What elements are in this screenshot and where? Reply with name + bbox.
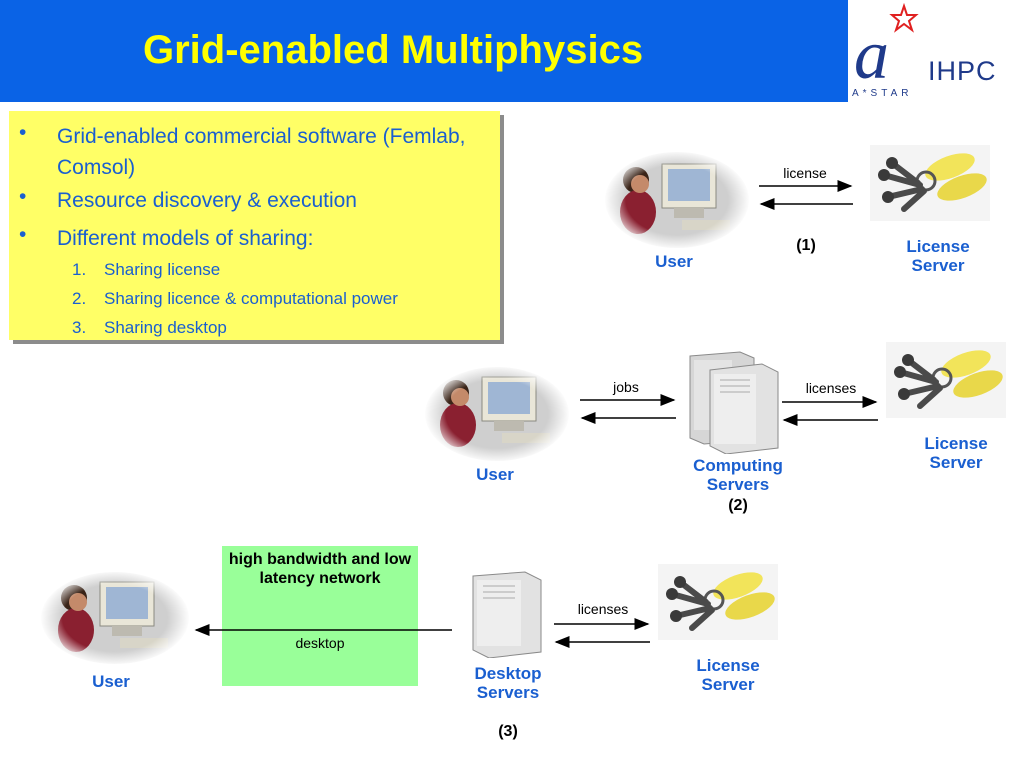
scenario-number: (2) [728,497,748,514]
sub-bullet-marker: 2. [72,289,87,308]
user-label: User [476,465,514,484]
title-bar: Grid-enabled Multiphysics a IHPC A*STAR [0,0,1024,102]
license-server-label: License Server [906,237,970,275]
computing-servers-label: Computing Servers [693,456,783,494]
user-label: User [92,672,130,691]
bullet-marker: • [19,223,27,246]
license-arrows [759,180,853,210]
user-computer-icon [40,570,190,666]
sub-bullet-text: Sharing licence & computational power [104,289,398,308]
license-server-label: License Server [696,656,760,694]
slide-title: Grid-enabled Multiphysics [143,28,644,72]
scenario-number: (3) [498,723,518,740]
svg-text:a: a [854,17,889,90]
license-server-label: License Server [924,434,988,472]
bullet-text: Grid-enabled commercial software (Femlab… [57,125,466,179]
bullet-marker: • [19,121,27,144]
keys-icon [658,564,778,640]
keys-icon [886,342,1006,418]
jobs-arrows [580,394,676,424]
sub-bullet-text: Sharing license [104,260,221,279]
bullet-panel: • Grid-enabled commercial software (Feml… [9,111,500,340]
arrow-label: license [783,165,827,181]
arrow-label: desktop [295,635,345,651]
logo-subtext: A*STAR [852,88,913,99]
bullet-text: Different models of sharing: [57,227,314,250]
user-label: User [655,252,693,271]
desktop-arrow [194,624,452,636]
desktop-servers-label: Desktop Servers [474,664,542,702]
astar-logo-icon: a [854,2,919,90]
ihpc-logo: a IHPC A*STAR [848,0,1024,102]
user-computer-icon [424,365,570,463]
bullet-text: Resource discovery & execution [57,189,357,212]
computing-servers-icon [689,351,779,454]
desktop-server-icon [472,571,542,658]
bullet-marker: • [19,185,27,208]
network-label: high bandwidth and low latency network [228,551,412,587]
arrow-label: licenses [805,380,857,396]
arrow-label: licenses [577,601,629,617]
licenses-arrows [782,396,878,426]
network-box: high bandwidth and low latency network d… [222,546,418,686]
sub-bullet-marker: 1. [72,260,87,279]
keys-icon [870,145,990,221]
licenses-arrows [554,618,650,648]
sub-bullet-marker: 3. [72,318,87,337]
logo-text: IHPC [928,56,997,86]
arrow-label: jobs [613,379,639,395]
sub-bullet-text: Sharing desktop [104,318,227,337]
user-computer-icon [604,150,750,250]
scenario-number: (1) [796,237,816,254]
